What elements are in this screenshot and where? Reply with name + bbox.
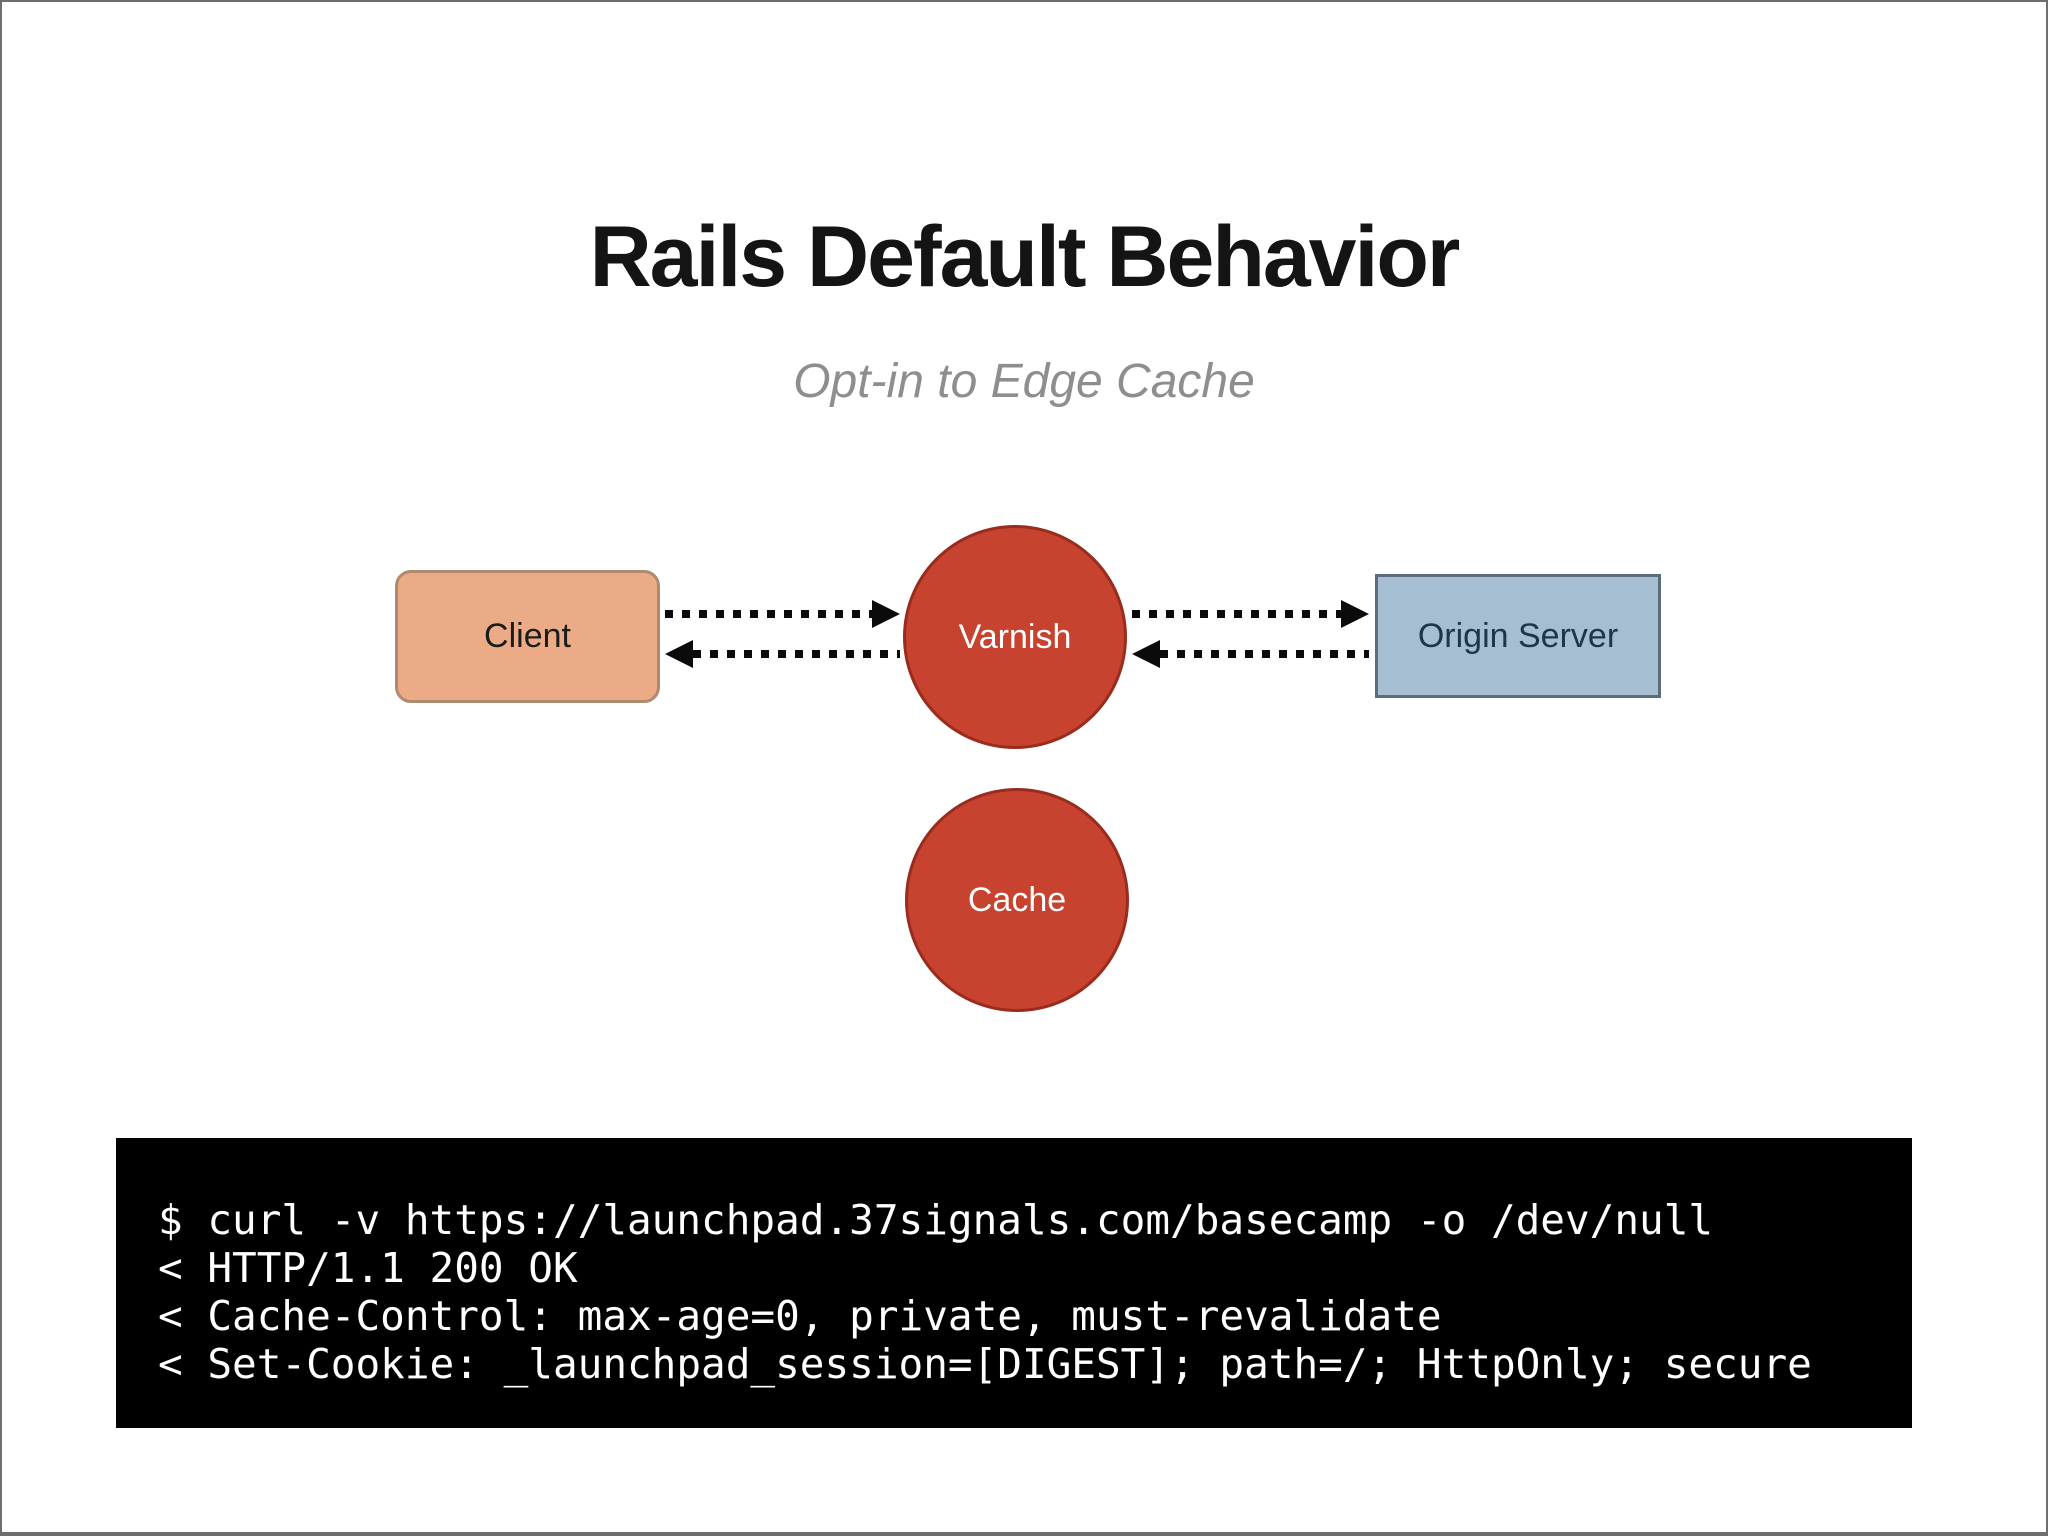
terminal-line-cache-control: < Cache-Control: max-age=0, private, mus… [158,1292,1442,1340]
arrowhead-right-icon [872,600,900,628]
arrow-varnish-to-origin-server [1132,600,1369,628]
arrowhead-right-icon [1341,600,1369,628]
client-node: Client [395,570,660,703]
dotted-line [1160,650,1369,658]
dotted-line [693,650,900,658]
origin-server-node-label: Origin Server [1417,616,1619,655]
slide-title: Rails Default Behavior [589,209,1461,305]
dotted-line [1132,610,1341,618]
slide-subtitle: Opt-in to Edge Cache [793,355,1255,408]
terminal-line-status: < HTTP/1.1 200 OK [158,1244,578,1292]
terminal-line-command: $ curl -v https://launchpad.37signals.co… [158,1196,1714,1244]
arrowhead-left-icon [665,640,693,668]
arrow-varnish-to-client [665,640,900,668]
terminal-output: $ curl -v https://launchpad.37signals.co… [116,1138,1912,1428]
arrow-origin-server-to-varnish [1132,640,1369,668]
client-node-label: Client [484,617,571,655]
cache-node: Cache [905,788,1129,1012]
arrow-client-to-varnish [665,600,900,628]
cache-node-label: Cache [967,880,1067,919]
varnish-node: Varnish [903,525,1127,749]
origin-server-node: Origin Server [1375,574,1661,698]
dotted-line [665,610,872,618]
terminal-line-set-cookie: < Set-Cookie: _launchpad_session=[DIGEST… [158,1340,1812,1388]
arrowhead-left-icon [1132,640,1160,668]
varnish-node-label: Varnish [958,617,1072,656]
